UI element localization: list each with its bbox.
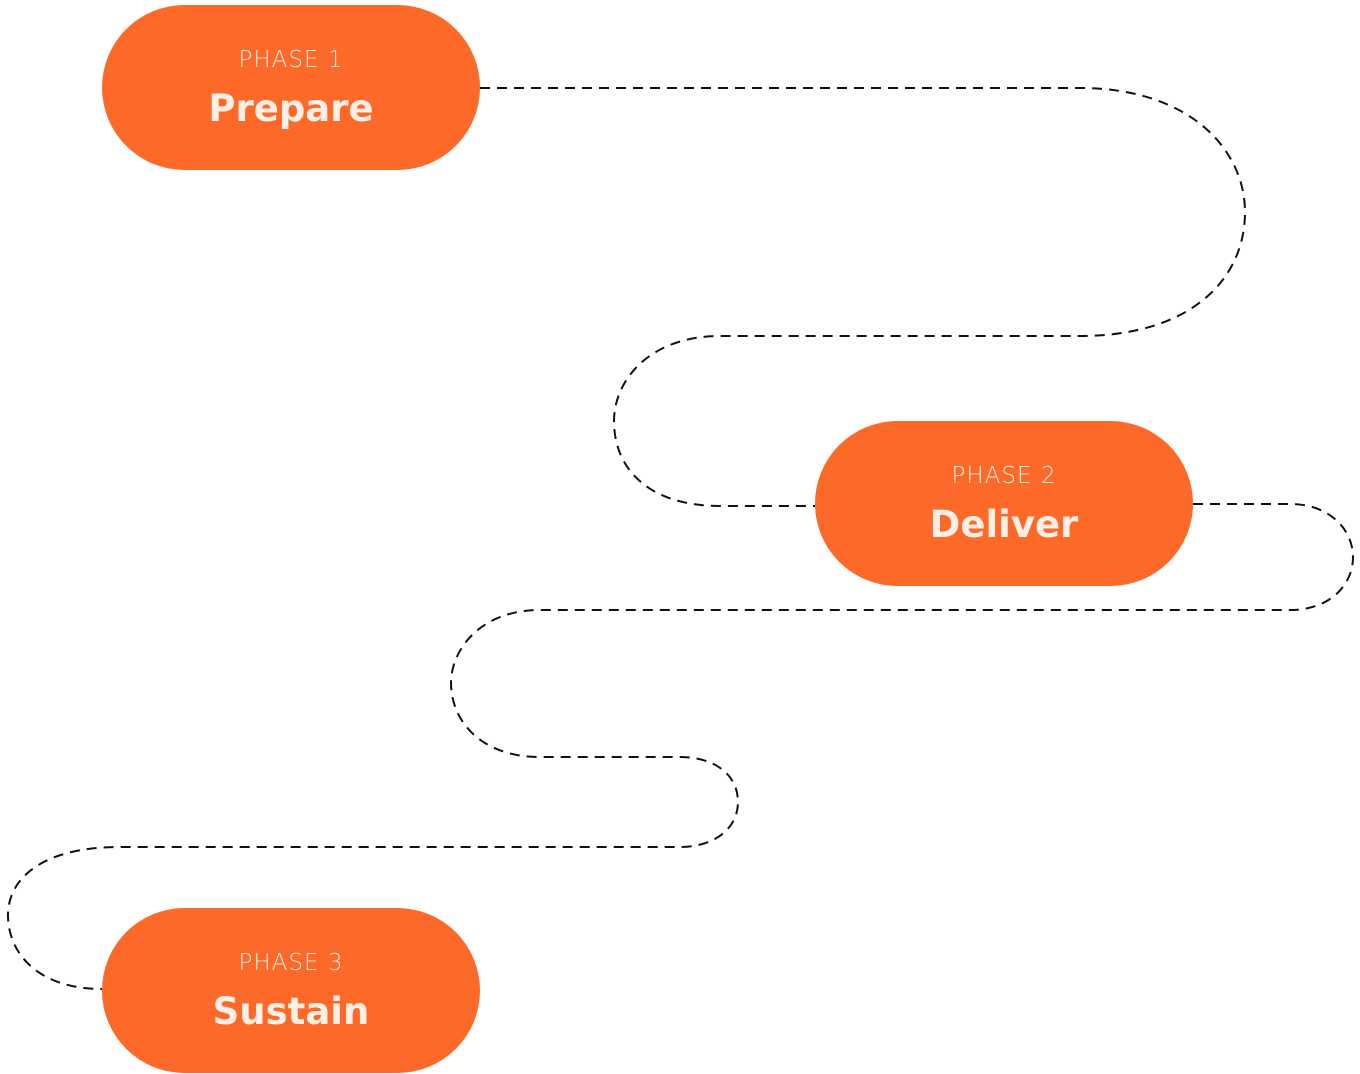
phase-label: PHASE 3 — [238, 950, 344, 976]
phase-name: Sustain — [212, 990, 370, 1033]
phase-name: Prepare — [208, 87, 374, 130]
phase-2-node: PHASE 2 Deliver — [815, 421, 1193, 586]
phase-name: Deliver — [929, 503, 1079, 546]
phase-label: PHASE 2 — [951, 463, 1057, 489]
phase-label: PHASE 1 — [238, 47, 344, 73]
phase-1-node: PHASE 1 Prepare — [102, 5, 480, 170]
phase-3-node: PHASE 3 Sustain — [102, 908, 480, 1073]
connector-phase1-to-phase2 — [480, 87, 1247, 507]
